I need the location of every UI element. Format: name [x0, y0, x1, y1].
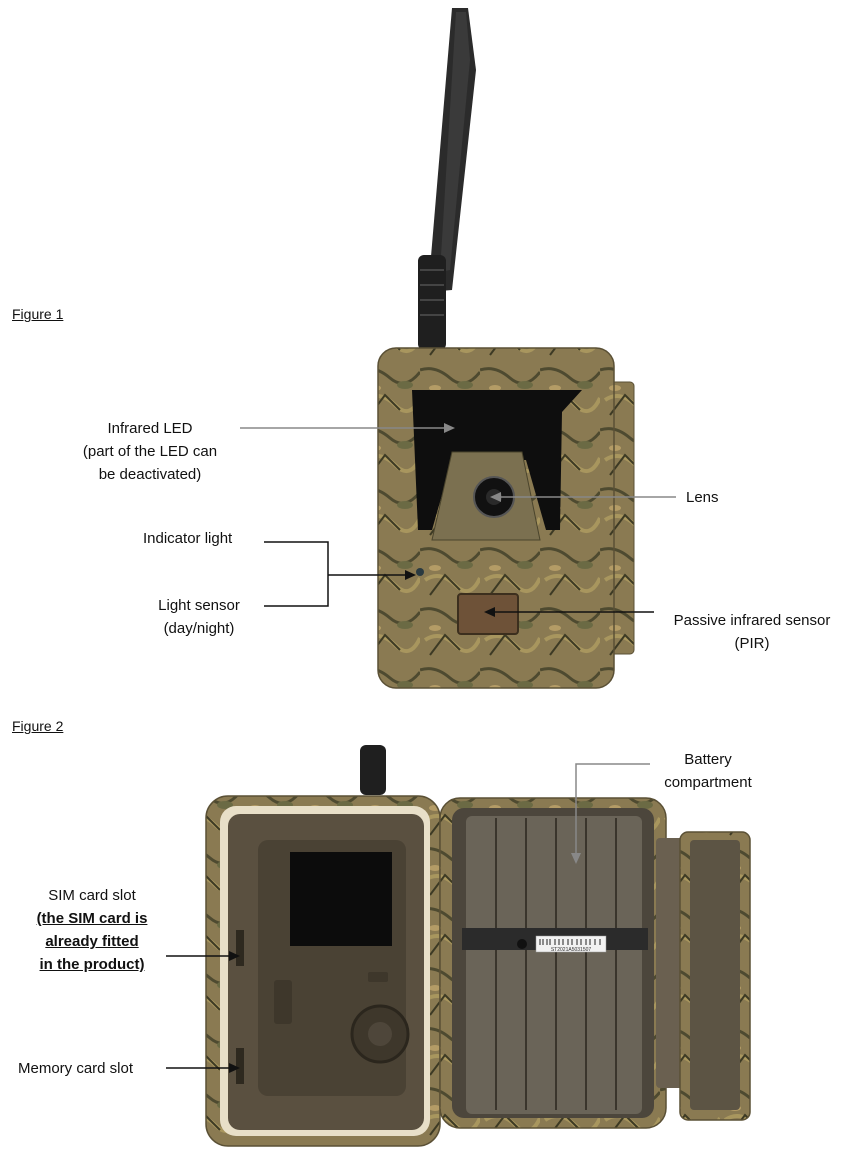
figure-1-title: Figure 1	[12, 306, 64, 322]
label-sim-card-slot: SIM card slot (the SIM card is already f…	[36, 887, 148, 973]
callouts-figure-2	[166, 763, 650, 1073]
label-battery-compartment: Battery compartment	[664, 751, 752, 791]
serial-sticker-text: ST2021A5031507	[551, 947, 592, 953]
label-infrared-led: Infrared LED (part of the LED can be dea…	[82, 420, 218, 483]
antenna-stub	[360, 745, 386, 795]
callouts-figure-1	[240, 423, 676, 617]
pir-window	[457, 593, 519, 635]
camera-door	[656, 831, 751, 1121]
label-pir: Passive infrared sensor (PIR)	[673, 612, 831, 652]
indicator-light	[416, 568, 424, 576]
lcd-screen	[290, 852, 392, 946]
label-indicator-light: Indicator light	[143, 530, 233, 547]
figure-2-title: Figure 2	[12, 718, 64, 734]
sim-card-slot	[236, 930, 244, 966]
label-memory-card-slot: Memory card slot	[18, 1060, 134, 1077]
label-lens: Lens	[686, 489, 719, 506]
memory-card-slot	[236, 1048, 244, 1084]
camera-open-housing	[205, 795, 441, 1147]
camera-front	[377, 347, 635, 689]
label-light-sensor: Light sensor (day/night)	[158, 597, 240, 637]
battery-compartment: ST2021A5031507	[439, 797, 667, 1129]
antenna	[418, 8, 476, 350]
